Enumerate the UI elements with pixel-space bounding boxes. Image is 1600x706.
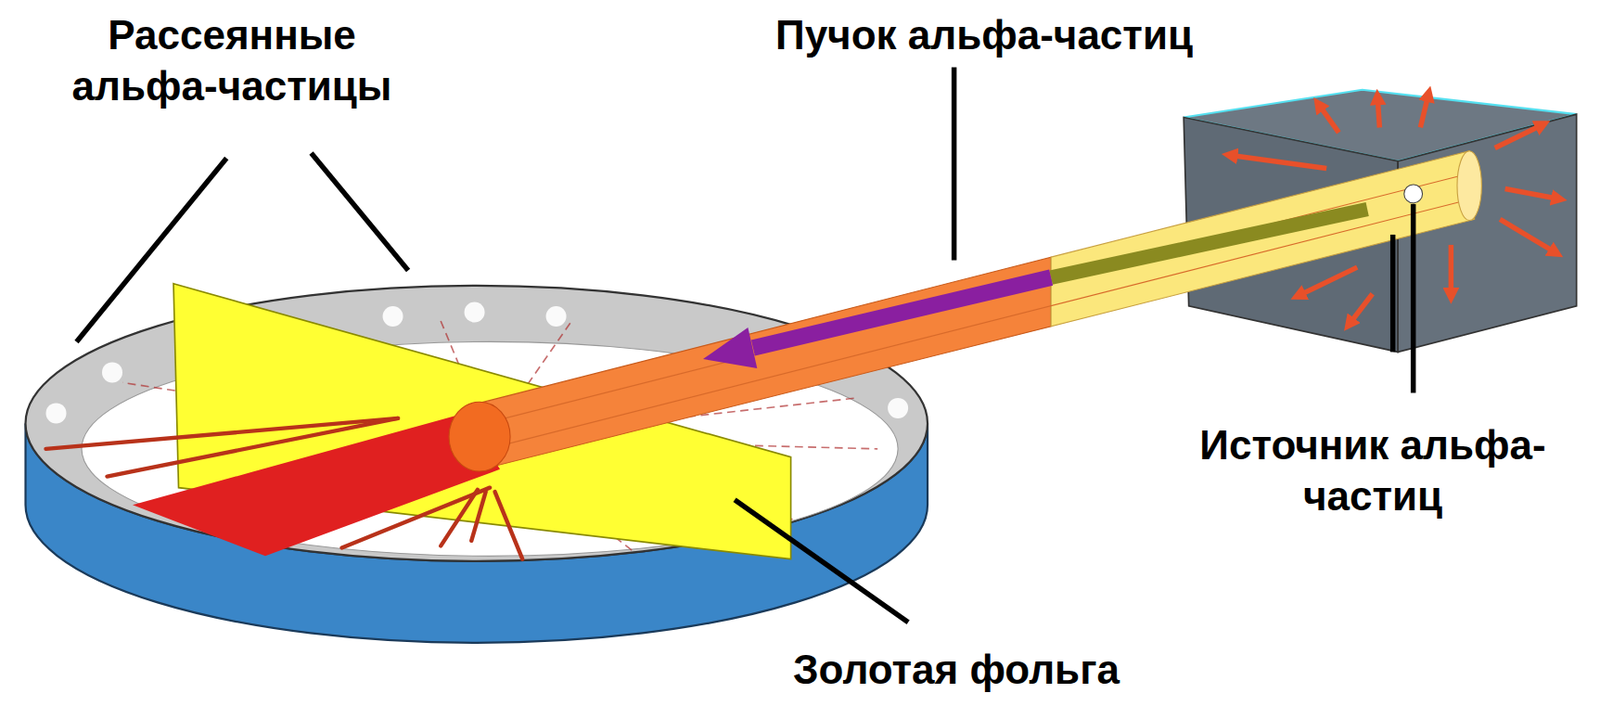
beam-arrow-head bbox=[703, 327, 757, 369]
beam-near bbox=[479, 256, 1051, 468]
leader-line bbox=[951, 67, 958, 261]
flash-spot bbox=[383, 306, 404, 327]
ray bbox=[46, 418, 399, 449]
emission-arrow bbox=[1318, 103, 1339, 133]
emission-arrow bbox=[1348, 294, 1372, 325]
beam-mouth bbox=[1457, 151, 1482, 221]
flash-spot bbox=[102, 361, 123, 383]
flash-spot bbox=[46, 402, 67, 423]
source-hole bbox=[1404, 184, 1423, 204]
leader-lines bbox=[76, 67, 1414, 623]
flash-spot bbox=[887, 397, 909, 419]
emission-arrow bbox=[1229, 154, 1328, 168]
leader-line bbox=[1390, 234, 1396, 352]
leader-line bbox=[734, 499, 909, 623]
leader-line bbox=[76, 157, 228, 342]
emission-arrow bbox=[1505, 188, 1560, 199]
label-text: Пучок альфа-частиц bbox=[775, 9, 1193, 61]
emission-arrow bbox=[1495, 124, 1544, 148]
flash-spot bbox=[546, 306, 567, 327]
beam-arrow-shaft bbox=[1050, 208, 1368, 278]
ray bbox=[107, 418, 399, 477]
leader-line bbox=[311, 153, 410, 270]
beam-end bbox=[448, 401, 511, 472]
emission-arrow bbox=[1420, 93, 1429, 128]
ray bbox=[495, 491, 524, 560]
label-text: Рассеянные альфа-частицы bbox=[37, 9, 427, 112]
flash-spot bbox=[464, 302, 486, 323]
ray bbox=[471, 491, 486, 541]
emission-arrow bbox=[1297, 267, 1357, 296]
label-text: Золотая фольга bbox=[793, 643, 1120, 695]
beam-stripe bbox=[485, 173, 1471, 423]
cube-side bbox=[1397, 114, 1577, 352]
emission-arrow bbox=[1377, 96, 1380, 128]
beam-arrow-shaft bbox=[753, 277, 1051, 348]
beam-stripe bbox=[487, 198, 1472, 448]
label-text: Источник альфа-частиц bbox=[1177, 419, 1568, 522]
ray bbox=[342, 487, 491, 549]
emission-arrow bbox=[1499, 218, 1557, 253]
emission-arrow bbox=[1448, 244, 1455, 296]
leader-line bbox=[1410, 204, 1417, 393]
